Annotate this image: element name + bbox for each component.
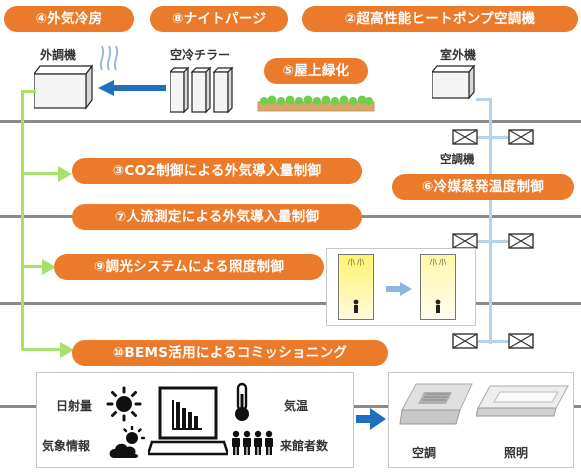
tag-outdoor-air-cooling: ④外気冷房: [4, 6, 134, 32]
tag-dimming-control: ⑨調光システムによる照度制御: [54, 254, 324, 280]
indoor-unit-2b: [508, 233, 534, 249]
floor-line-3: [0, 302, 581, 305]
label-chiller: 空冷チラー: [170, 48, 231, 62]
airflow-icon: [99, 45, 119, 71]
duct-branch-3: [22, 172, 62, 175]
indoor-unit-1a: [452, 129, 478, 145]
tag-refrigerant-evap-temp: ⑥冷媒蒸発温度制御: [392, 174, 574, 200]
refrigerant-riser: [489, 98, 492, 344]
people-icon: [232, 430, 273, 455]
duct-arrow-9: [42, 259, 56, 275]
thermometer-icon: [235, 382, 249, 421]
outdoor-unit: [432, 64, 476, 100]
duct-branch-9: [22, 265, 46, 268]
room-bright-icon: /|\ /|\: [338, 254, 374, 320]
label-indoor-unit: 空調機: [440, 152, 475, 166]
laptop-chart-icon: [148, 386, 228, 456]
label-temperature: 気温: [284, 399, 309, 413]
tag-bems-commissioning: ⑩BEMS活用によるコミッショニング: [72, 340, 388, 366]
refrigerant-branch-3: [476, 340, 510, 343]
tag-people-flow-control: ⑦人流測定による外気導入量制御: [72, 204, 362, 230]
ceiling-cassette-icon: [399, 383, 473, 425]
label-ahu: 外調機: [40, 48, 77, 62]
tag-night-purge: ⑧ナイトパージ: [150, 6, 288, 32]
rooftop-greenery: [257, 95, 375, 112]
chiller-unit-icon: [170, 66, 234, 114]
tag-rooftop-greening: ⑤屋上緑化: [264, 58, 368, 84]
indoor-unit-3a: [452, 333, 478, 349]
refrigerant-branch-1: [476, 136, 510, 139]
bems-output-arrow: [356, 408, 386, 430]
room-dim-icon: /|\ /|\: [420, 254, 456, 320]
label-visitors: 来館者数: [280, 439, 329, 453]
label-outdoor-unit: 室外機: [440, 48, 477, 62]
tag-co2-control: ③CO2制御による外気導入量制御: [72, 158, 362, 184]
duct-top: [22, 90, 36, 93]
label-ac: 空調: [412, 446, 437, 460]
duct-branch-10: [22, 348, 64, 351]
ahu-unit: [34, 64, 94, 110]
duct-arrow-3: [58, 166, 72, 182]
duct-riser: [21, 90, 24, 350]
sun-icon: [106, 386, 142, 422]
svg-text:/|\ /|\: /|\ /|\: [348, 258, 365, 266]
refrigerant-branch-2: [476, 240, 510, 243]
sun-cloud-icon: [109, 426, 146, 458]
dimming-arrow-icon: [386, 282, 412, 296]
tag-heat-pump: ②超高性能ヒートポンプ空調機: [302, 6, 578, 32]
indoor-unit-2a: [452, 233, 478, 249]
refrigerant-top: [476, 98, 490, 101]
label-weather: 気象情報: [42, 439, 91, 453]
chilled-water-arrow: [98, 80, 166, 96]
indoor-unit-3b: [508, 333, 534, 349]
ceiling-light-icon: [476, 385, 569, 417]
roof-line: [0, 120, 581, 123]
label-solar: 日射量: [56, 399, 93, 413]
duct-arrow-10: [60, 342, 74, 358]
indoor-unit-1b: [508, 129, 534, 145]
svg-text:/|\ /|\: /|\ /|\: [430, 258, 447, 266]
label-lighting: 照明: [504, 446, 529, 460]
